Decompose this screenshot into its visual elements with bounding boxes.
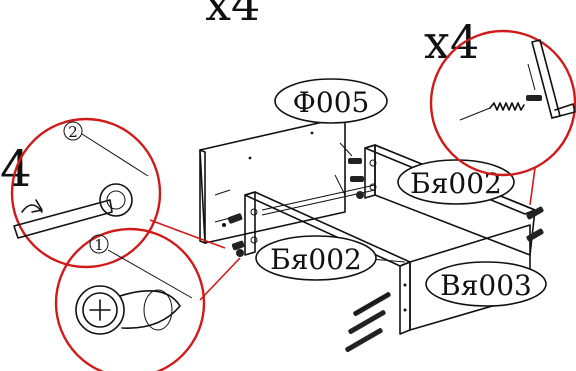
- callout-step-2: 2: [10, 117, 226, 269]
- hex-key-icon: [531, 39, 576, 119]
- screw-spring-icon: [459, 63, 542, 121]
- cam-lock-icon: [75, 285, 181, 335]
- side-panel-right-code: Бя002: [410, 167, 502, 200]
- back-panel: [199, 116, 346, 244]
- cam-fittings-back: [339, 142, 364, 199]
- screwdriver-icon: [13, 183, 133, 239]
- quantity-top: x4: [205, 0, 260, 31]
- step-1-number: 1: [94, 236, 104, 254]
- callout-step-1: 1: [54, 227, 241, 371]
- quantity-right: x4: [424, 15, 479, 69]
- label-side-panel-right: Бя002: [397, 159, 515, 205]
- screws-bottom: [345, 292, 391, 352]
- label-front-panel: Вя003: [425, 261, 547, 307]
- label-side-panel-left: Бя002: [255, 235, 377, 281]
- callout-hex-key: [429, 29, 576, 206]
- side-panel-left-code: Бя002: [270, 243, 362, 276]
- step-2-number: 2: [68, 123, 78, 141]
- back-panel-code: Ф005: [293, 86, 370, 119]
- front-panel-code: Вя003: [440, 269, 532, 302]
- cam-fittings-left: [214, 189, 245, 257]
- screw-icon: [227, 213, 245, 257]
- label-back-panel: Ф005: [274, 78, 388, 124]
- screws-right: [526, 206, 544, 242]
